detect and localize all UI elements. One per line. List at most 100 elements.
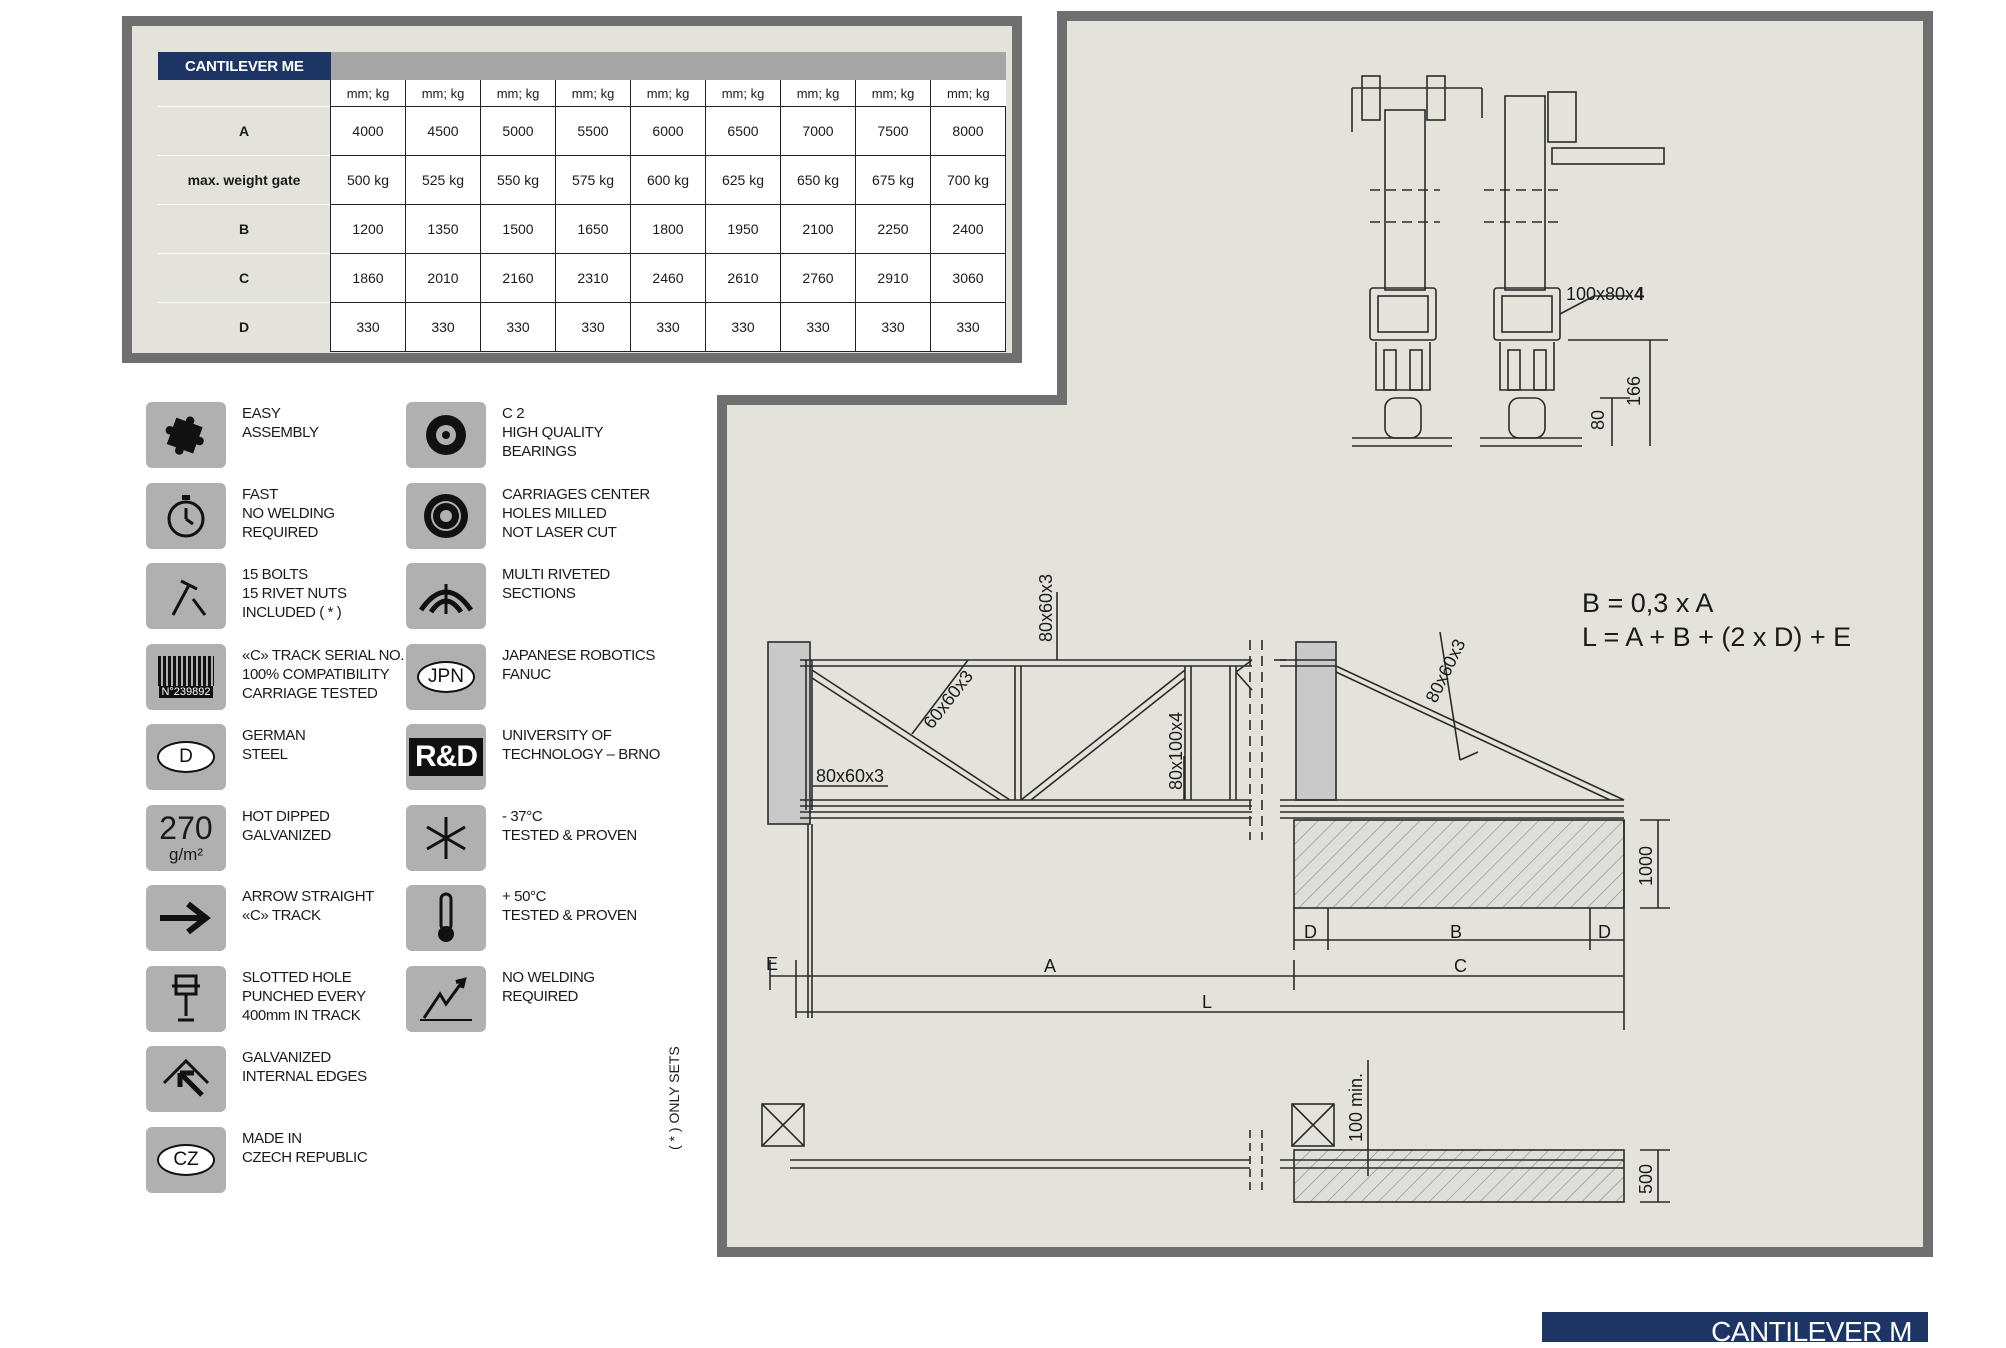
dim-A: A (1044, 956, 1056, 976)
rivet-sections-icon (406, 563, 486, 629)
table-cell: 4000 (330, 106, 406, 156)
snowflake-icon (406, 804, 486, 871)
table-cell: 7000 (780, 106, 856, 156)
unit-cell: mm; kg (930, 80, 1006, 107)
carriage-views (1351, 75, 1668, 447)
stopwatch-icon (146, 482, 226, 549)
label-bottom-left: 80x60x3 (816, 766, 884, 786)
unit-cell: mm; kg (405, 80, 481, 107)
feature-label: CARRIAGES CENTER HOLES MILLED NOT LASER … (502, 485, 650, 541)
table-cell: 2460 (630, 253, 706, 303)
unit-cell: mm; kg (705, 80, 781, 107)
table-cell: 2610 (705, 253, 781, 303)
table-cell: 1860 (330, 253, 406, 303)
table-cell: 1650 (555, 204, 631, 254)
barcode-icon: N°239892 (146, 643, 226, 710)
foundation (1293, 819, 1625, 909)
dim-B: B (1450, 922, 1462, 942)
dim-1000: 1000 (1636, 846, 1656, 886)
unit-cell: mm; kg (480, 80, 556, 107)
table-cell: 600 kg (630, 155, 706, 205)
only-sets-note: ( * ) ONLY SETS (666, 1046, 682, 1150)
table-cell: 1500 (480, 204, 556, 254)
gate-elevation (767, 592, 1670, 1030)
no-weld-icon (406, 965, 486, 1032)
dim-166: 166 (1624, 376, 1644, 406)
row-label: B (158, 204, 331, 254)
country-oval-icon: JPN (406, 643, 486, 710)
bearing-icon (406, 402, 486, 468)
puzzle-icon (146, 402, 226, 468)
table-cell: 7500 (855, 106, 931, 156)
table-cell: 330 (855, 302, 931, 352)
unit-cell: mm; kg (555, 80, 631, 107)
dim-E: E (766, 954, 778, 974)
unit-cell: mm; kg (780, 80, 856, 107)
zinc-value: 270 (159, 810, 213, 846)
table-cell: 330 (555, 302, 631, 352)
formula-l: L = A + B + (2 x D) + E (1582, 622, 1852, 652)
dim-D-left: D (1304, 922, 1317, 942)
table-cell: 2760 (780, 253, 856, 303)
dim-D-right: D (1598, 922, 1611, 942)
left-post-plan (761, 1103, 805, 1147)
table-cell: 4500 (405, 106, 481, 156)
feature-label: GERMAN STEEL (242, 727, 306, 763)
feature-label: JAPANESE ROBOTICS FANUC (502, 646, 655, 683)
drawing-panel (717, 11, 1933, 1257)
foundation-plan (1293, 1149, 1625, 1203)
arrow-right-icon (146, 885, 226, 951)
table-title: CANTILEVER ME (158, 52, 331, 80)
table-cell: 650 kg (780, 155, 856, 205)
feature-label: 15 BOLTS 15 RIVET NUTS INCLUDED ( * ) (242, 566, 347, 621)
table-cell: 550 kg (480, 155, 556, 205)
rd-icon: R&D (406, 724, 486, 790)
dim-80: 80 (1588, 410, 1608, 430)
row-label: C (158, 253, 331, 303)
right-post-plan (1291, 1103, 1335, 1147)
dim-C: C (1454, 956, 1467, 976)
row-label: A (158, 106, 331, 156)
country-code: CZ (157, 1143, 215, 1176)
table-cell: 2250 (855, 204, 931, 254)
disc-icon (406, 482, 486, 549)
feature-label: FAST NO WELDING REQUIRED (242, 485, 335, 541)
rd-text: R&D (409, 738, 483, 776)
table-cell: 6000 (630, 106, 706, 156)
table-cell: 330 (930, 302, 1006, 352)
table-cell: 2400 (930, 204, 1006, 254)
table-cell: 3060 (930, 253, 1006, 303)
table-cell: 1200 (330, 204, 406, 254)
table-cell: 700 kg (930, 155, 1006, 205)
table-title-fill (330, 52, 1006, 80)
country-code: D (157, 741, 215, 773)
table-cell: 2100 (780, 204, 856, 254)
dim-500: 500 (1636, 1164, 1656, 1194)
unit-cell: mm; kg (330, 80, 406, 107)
table-cell: 330 (330, 302, 406, 352)
table-cell: 5000 (480, 106, 556, 156)
formula-b: B = 0,3 x A (1582, 588, 1714, 618)
table-cell: 2010 (405, 253, 481, 303)
hammer-nail-icon (146, 563, 226, 629)
unit-row-blank (158, 80, 331, 107)
punch-icon (146, 965, 226, 1032)
table-cell: 525 kg (405, 155, 481, 205)
feature-label: MADE IN CZECH REPUBLIC (242, 1129, 368, 1166)
country-oval-icon: D (146, 724, 226, 790)
label-profile-top: 80x60x3 (1036, 574, 1056, 642)
feature-label: GALVANIZED INTERNAL EDGES (242, 1049, 367, 1085)
feature-label: EASY ASSEMBLY (242, 405, 319, 441)
table-cell: 1800 (630, 204, 706, 254)
table-cell: 330 (630, 302, 706, 352)
table-cell: 1350 (405, 204, 481, 254)
table-cell: 2160 (480, 253, 556, 303)
